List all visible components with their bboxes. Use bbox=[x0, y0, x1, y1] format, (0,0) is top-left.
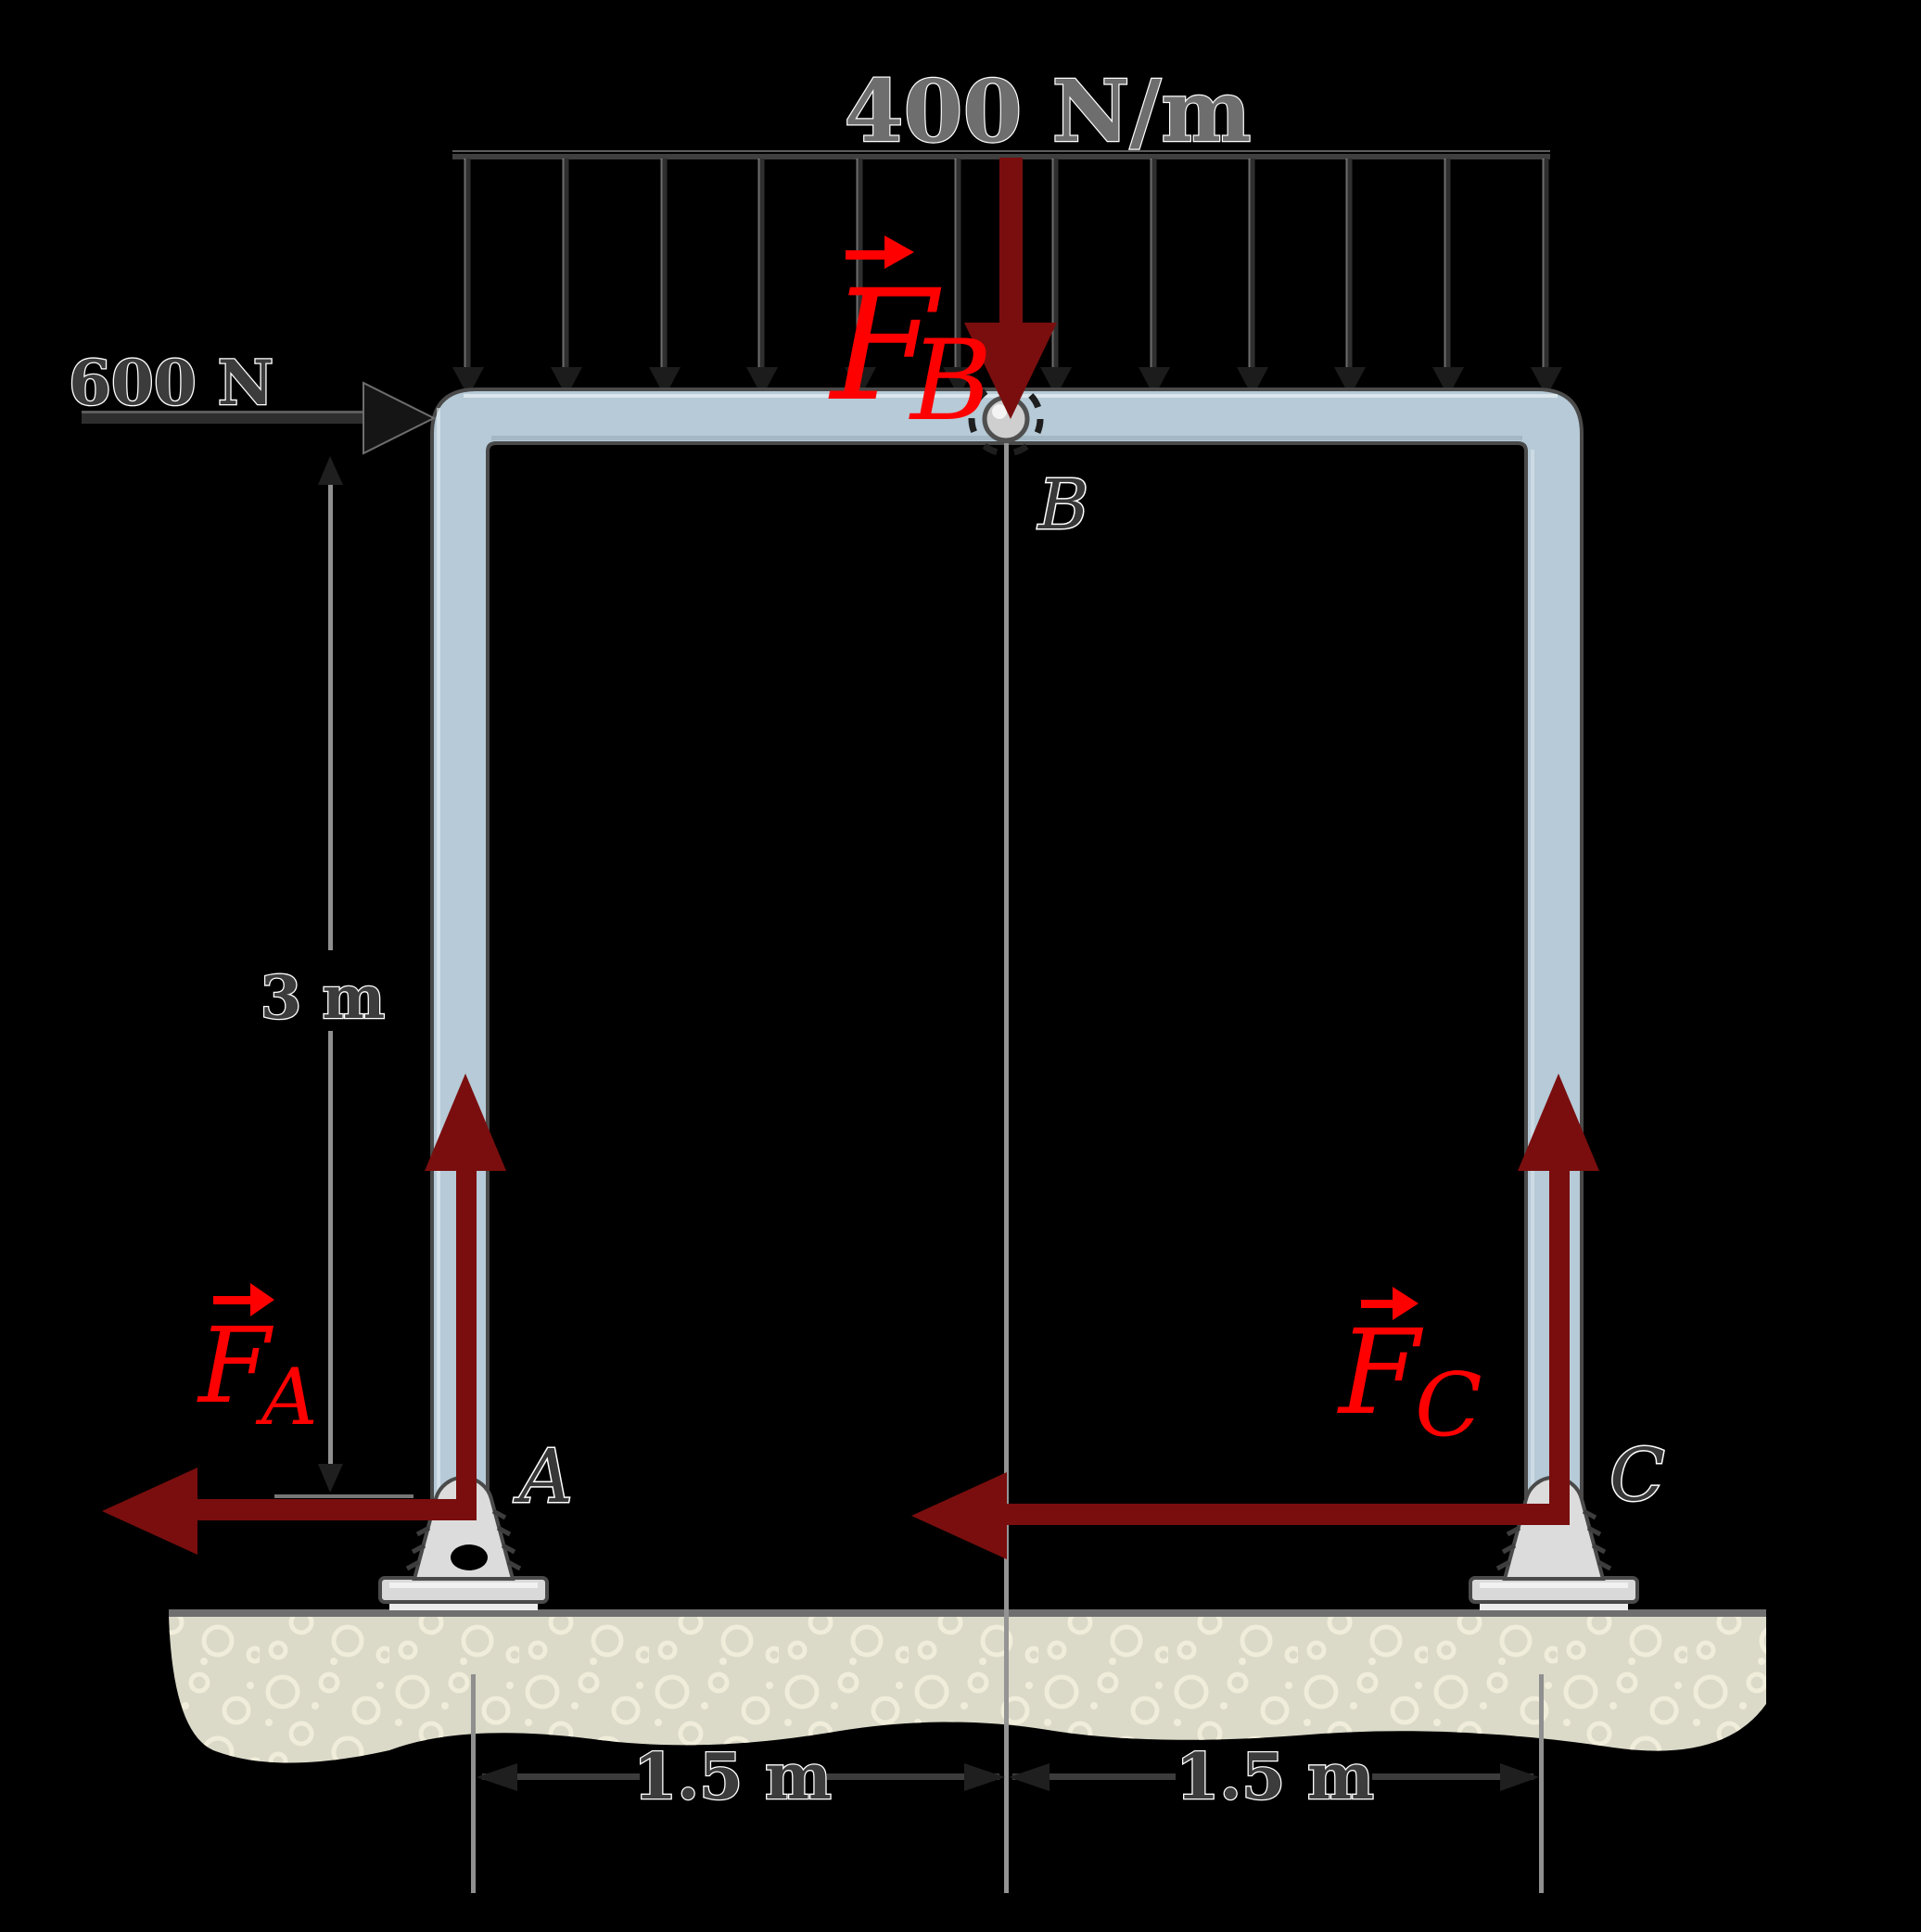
force-b-symbol: F bbox=[828, 257, 942, 435]
left-span-dim-label: 1.5 m bbox=[633, 1740, 832, 1814]
dim-3m-arrow-up-icon bbox=[318, 456, 343, 485]
load-arrow-icon bbox=[1432, 159, 1464, 397]
reaction-arrow-c bbox=[911, 1074, 1599, 1559]
point-c-label: C bbox=[1609, 1434, 1665, 1518]
force-b-subscript: B bbox=[909, 317, 992, 446]
arrow-a-horizontal-shaft bbox=[190, 1499, 477, 1520]
arrow-c-vertical-shaft bbox=[1549, 1163, 1570, 1525]
load-arrow-icon bbox=[649, 159, 681, 397]
point-b-label: B bbox=[1037, 465, 1088, 545]
ground-pebble-texture bbox=[169, 1615, 1766, 1763]
arrow-a-left-head-icon bbox=[102, 1468, 197, 1555]
arrow-b-shaft bbox=[999, 158, 1023, 326]
applied-force-600n bbox=[82, 381, 437, 455]
support-a-hole bbox=[451, 1544, 488, 1570]
arrow-a-up-head-icon bbox=[425, 1074, 506, 1171]
arrow-b-head-icon bbox=[964, 323, 1057, 419]
support-c-base-plate bbox=[1469, 1576, 1639, 1604]
horizontal-force-label: 600 N bbox=[69, 347, 274, 419]
load-arrow-icon bbox=[1139, 159, 1170, 397]
force-a-vector-arrow-head-icon bbox=[250, 1283, 274, 1316]
support-a-plate-gap bbox=[389, 1601, 538, 1610]
force-b-vector-arrow-head-icon bbox=[884, 235, 914, 269]
right-column-highlight bbox=[1531, 450, 1534, 1493]
support-c-plate-gap bbox=[1480, 1601, 1628, 1610]
force-c-subscript: C bbox=[1415, 1354, 1482, 1456]
force-a-label: F A bbox=[197, 1283, 318, 1443]
distributed-load-label: 400 N/m bbox=[844, 61, 1251, 161]
ground-surface-line bbox=[169, 1609, 1766, 1617]
dim-arrow-left-icon bbox=[477, 1763, 517, 1791]
dim-arrow-right-icon bbox=[1500, 1763, 1539, 1791]
force-c-label: F C bbox=[1337, 1287, 1482, 1456]
height-dim-label: 3 m bbox=[261, 963, 386, 1033]
force-b-label: F B bbox=[828, 235, 992, 446]
dim-right-seg1 bbox=[1012, 1773, 1176, 1780]
arrow-c-up-head-icon bbox=[1518, 1074, 1599, 1171]
load-arrow-icon bbox=[1237, 159, 1268, 397]
reaction-arrow-a bbox=[102, 1074, 506, 1555]
force-600n-shaft-highlight bbox=[82, 411, 371, 413]
dim-3m-arrow-down-icon bbox=[318, 1464, 343, 1493]
distributed-load bbox=[452, 150, 1562, 397]
force-c-symbol: F bbox=[1337, 1304, 1424, 1441]
ext-line-c bbox=[1539, 1674, 1544, 1893]
load-arrow-icon bbox=[1040, 159, 1072, 397]
force-b-vector-arrow-shaft bbox=[846, 250, 890, 260]
ground bbox=[169, 1609, 1766, 1763]
point-a-label: A bbox=[513, 1433, 573, 1519]
force-c-vector-arrow-head-icon bbox=[1393, 1287, 1418, 1320]
arrow-a-vertical-shaft bbox=[456, 1163, 477, 1520]
load-reference-line bbox=[452, 154, 1550, 159]
reaction-force-arrows bbox=[102, 158, 1599, 1559]
arrow-c-horizontal-shaft bbox=[999, 1504, 1570, 1525]
dim-3m-bottom-tick bbox=[274, 1494, 413, 1498]
right-span-dim-label: 1.5 m bbox=[1176, 1740, 1374, 1814]
support-c bbox=[1469, 1475, 1639, 1610]
support-a-base-plate bbox=[378, 1576, 549, 1604]
load-arrow-icon bbox=[1334, 159, 1366, 397]
arrow-c-left-head-icon bbox=[911, 1472, 1007, 1559]
dim-3m-line-upper bbox=[328, 464, 333, 950]
frame-member bbox=[430, 388, 1584, 1502]
dimension-3m bbox=[274, 456, 413, 1498]
load-arrow-icon bbox=[551, 159, 582, 397]
reaction-arrow-b bbox=[964, 158, 1057, 419]
dimension-bottom bbox=[471, 1674, 1544, 1893]
load-arrow-icon bbox=[1531, 159, 1562, 397]
dim-left-seg2 bbox=[827, 1773, 999, 1780]
dim-3m-line-lower bbox=[328, 1031, 333, 1485]
support-c-plate-highlight bbox=[1480, 1582, 1628, 1588]
dim-left-seg1 bbox=[482, 1773, 640, 1780]
load-arrow-icon bbox=[746, 159, 778, 397]
left-column-highlight bbox=[437, 408, 440, 1493]
centerline-b bbox=[1004, 443, 1009, 1893]
support-a-plate-highlight bbox=[389, 1582, 538, 1588]
dim-arrow-centerR-icon bbox=[1009, 1763, 1050, 1791]
load-arrow-icon bbox=[452, 159, 484, 397]
load-reference-highlight bbox=[452, 150, 1550, 152]
pin-b-highlight bbox=[992, 404, 1007, 419]
dim-arrow-centerL-icon bbox=[964, 1763, 1005, 1791]
force-a-symbol: F bbox=[197, 1306, 274, 1427]
force-a-vector-arrow-shaft bbox=[213, 1296, 254, 1304]
force-vector-labels: F A F B F C bbox=[197, 235, 1482, 1456]
dim-right-seg2 bbox=[1372, 1773, 1533, 1780]
force-c-vector-arrow-shaft bbox=[1361, 1300, 1398, 1308]
force-600n-head-icon bbox=[363, 381, 437, 455]
support-a-hatching bbox=[405, 1508, 522, 1571]
ext-line-a bbox=[471, 1674, 476, 1893]
force-a-subscript: A bbox=[255, 1352, 318, 1443]
force-600n-shaft bbox=[82, 413, 371, 424]
